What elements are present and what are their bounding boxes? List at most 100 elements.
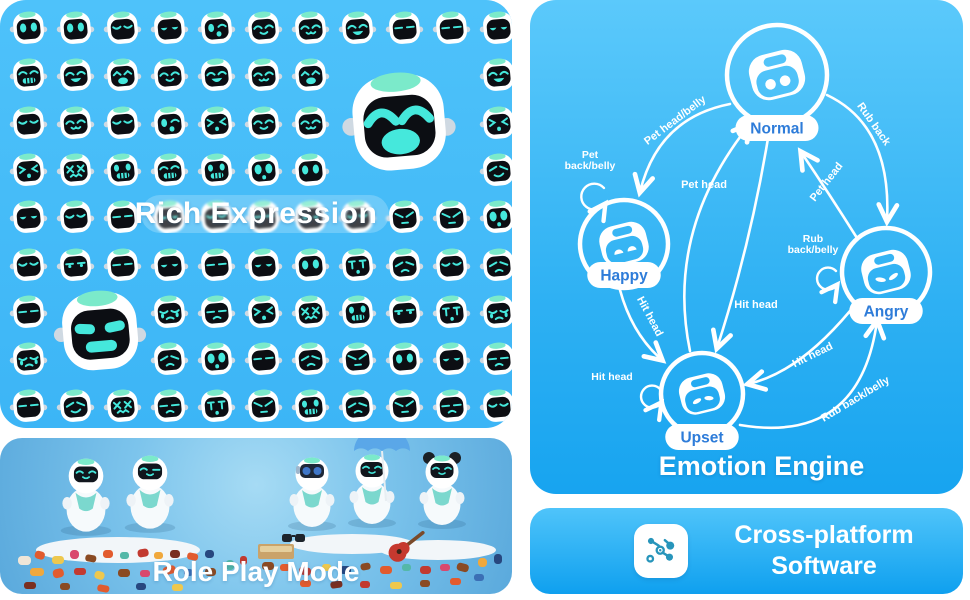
mini-prop bbox=[262, 562, 274, 570]
mini-prop bbox=[300, 580, 311, 587]
robot-wink bbox=[124, 455, 176, 533]
mini-prop bbox=[137, 548, 149, 558]
transition-upset-to-normal bbox=[683, 119, 754, 353]
robot-face-gritw bbox=[197, 150, 236, 194]
mini-prop bbox=[390, 582, 402, 589]
big-laughing-face bbox=[340, 62, 458, 185]
mini-prop bbox=[162, 565, 176, 575]
robot-face-cry bbox=[9, 339, 48, 383]
robot-face-frown bbox=[197, 292, 236, 336]
self-loop-label: Hit head bbox=[591, 371, 632, 383]
robot-face-squint bbox=[479, 103, 512, 147]
robot-face-laugh bbox=[479, 55, 512, 99]
transition-angry-to-upset bbox=[742, 309, 852, 392]
robot-face-flat bbox=[197, 245, 236, 289]
robot-face-wide bbox=[291, 150, 330, 194]
sunglasses bbox=[282, 534, 305, 542]
svg-text:Angry: Angry bbox=[864, 304, 909, 321]
robot-face-xeyes bbox=[103, 386, 142, 428]
transition-label: Hit head bbox=[791, 340, 835, 370]
transition-label: Pet head bbox=[808, 160, 846, 204]
robot-face-happy bbox=[150, 55, 189, 99]
mini-prop bbox=[360, 562, 371, 571]
transition-angry-to-normal bbox=[797, 147, 859, 240]
robot-face-low bbox=[9, 197, 48, 241]
robot-face-skull bbox=[479, 197, 512, 241]
robot-face-sleep bbox=[479, 386, 512, 428]
role-play-photo bbox=[18, 438, 502, 593]
mini-prop bbox=[52, 556, 64, 564]
self-loop-label: back/belly bbox=[565, 160, 616, 172]
svg-text:Normal: Normal bbox=[750, 121, 803, 138]
robot-face-flat bbox=[103, 197, 142, 241]
robot-face-tt bbox=[197, 386, 236, 428]
robot-face-sad bbox=[479, 245, 512, 289]
self-loop-upset bbox=[639, 384, 665, 423]
robot-face-low bbox=[432, 339, 471, 383]
role-play-title: Role Play Mode bbox=[152, 556, 360, 587]
transition-label: Pet head bbox=[681, 179, 727, 191]
rich-expression-panel: Rich Expression bbox=[0, 0, 512, 428]
robot-face-low bbox=[150, 8, 189, 52]
robot-face-happy bbox=[244, 103, 283, 147]
mini-prop bbox=[30, 568, 44, 576]
mini-prop bbox=[440, 564, 450, 571]
robot-face-angry bbox=[432, 197, 471, 241]
robot-panda bbox=[418, 452, 466, 529]
robot-face-cry bbox=[150, 292, 189, 336]
mini-prop bbox=[494, 554, 502, 564]
mini-prop bbox=[360, 581, 370, 588]
rich-expression-title: Rich Expression bbox=[134, 197, 378, 230]
robot-face-cry bbox=[479, 292, 512, 336]
robot-face-angry bbox=[338, 339, 377, 383]
software-title: Cross-platform Software bbox=[714, 520, 934, 582]
robot-face-mis bbox=[479, 150, 512, 194]
robot-face-xeyes bbox=[56, 150, 95, 194]
robot-face-gritw bbox=[338, 292, 377, 336]
robot-face-xeyes bbox=[291, 292, 330, 336]
robot-face-wide bbox=[56, 8, 95, 52]
robot-face-low bbox=[479, 8, 512, 52]
state-upset bbox=[658, 350, 746, 438]
robot-face-flat bbox=[385, 8, 424, 52]
robot-face-gritw bbox=[103, 150, 142, 194]
robot-face-skull bbox=[244, 150, 283, 194]
robot-face-angry bbox=[385, 386, 424, 428]
mini-prop bbox=[120, 552, 129, 559]
robot-face-squint bbox=[9, 150, 48, 194]
robot-face-wide bbox=[291, 245, 330, 289]
robot-face-mis bbox=[56, 386, 95, 428]
robot-face-gritw bbox=[291, 386, 330, 428]
state-normal bbox=[724, 22, 830, 128]
mini-prop bbox=[450, 578, 461, 585]
mini-prop bbox=[136, 583, 146, 590]
robot-face-gritarc bbox=[9, 55, 48, 99]
mini-prop bbox=[97, 584, 110, 593]
svg-text:Upset: Upset bbox=[680, 430, 723, 447]
mini-prop bbox=[456, 562, 469, 573]
mini-prop bbox=[103, 550, 113, 558]
mini-prop bbox=[474, 574, 484, 581]
transition-upset-to-angry bbox=[738, 315, 887, 430]
robot-face-flat bbox=[103, 245, 142, 289]
robot-face-sleep bbox=[56, 197, 95, 241]
mini-prop bbox=[340, 566, 351, 574]
robot-face-tt bbox=[338, 245, 377, 289]
robot-face-happy bbox=[244, 8, 283, 52]
transition-normal-to-happy bbox=[632, 102, 732, 198]
mini-prop bbox=[70, 550, 79, 559]
state-label-upset: Upset bbox=[665, 424, 739, 450]
svg-text:Happy: Happy bbox=[600, 268, 648, 285]
transition-label: Hit head bbox=[734, 299, 777, 311]
robot-face-flat bbox=[9, 386, 48, 428]
pizza-box bbox=[258, 544, 294, 559]
mini-prop bbox=[226, 560, 234, 570]
mini-prop bbox=[34, 550, 45, 560]
robot-face-low bbox=[244, 245, 283, 289]
robot-face-wink bbox=[150, 103, 189, 147]
robot-face-sleep bbox=[432, 245, 471, 289]
transition-happy-to-upset bbox=[618, 288, 667, 364]
